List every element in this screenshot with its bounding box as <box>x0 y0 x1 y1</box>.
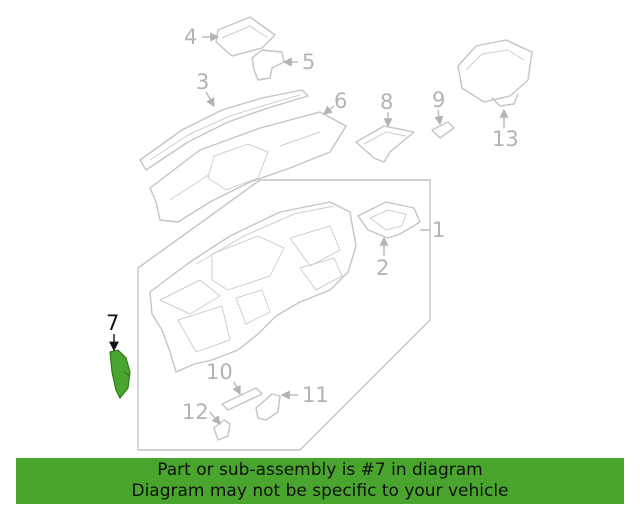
callout-6: 6 <box>334 89 347 113</box>
callout-11: 11 <box>302 383 329 407</box>
callout-10: 10 <box>206 360 233 384</box>
part-7-highlighted <box>109 349 131 400</box>
callout-1: 1 <box>432 218 445 242</box>
part-1-dashboard <box>149 201 357 373</box>
leader-lines <box>109 32 509 425</box>
part-8-bracket <box>355 125 415 163</box>
part-12-clip <box>213 419 231 441</box>
info-banner: Part or sub-assembly is #7 in diagram Di… <box>16 458 624 504</box>
part-2-bracket <box>357 201 421 239</box>
callout-8: 8 <box>380 90 393 114</box>
callout-13: 13 <box>492 127 519 151</box>
part-1-frame <box>137 179 431 451</box>
part-11-bracket <box>255 393 281 421</box>
callout-5: 5 <box>302 50 315 74</box>
callout-4: 4 <box>184 25 197 49</box>
banner-line-1: Part or sub-assembly is #7 in diagram <box>157 460 483 480</box>
callout-3: 3 <box>196 70 209 94</box>
callout-12: 12 <box>182 400 209 424</box>
callout-9: 9 <box>432 88 445 112</box>
part-6-upper-panel <box>149 111 347 223</box>
banner-line-2: Diagram may not be specific to your vehi… <box>131 481 509 501</box>
part-9-clip <box>431 121 455 139</box>
parts-diagram: 4 5 3 6 8 9 13 1 2 10 11 12 7 <box>106 16 533 451</box>
callout-2: 2 <box>376 256 389 280</box>
part-5-bracket <box>251 49 285 81</box>
part-3-defroster-panel <box>139 89 309 171</box>
part-13-airbag <box>457 39 533 107</box>
part-4-cover <box>215 16 276 57</box>
callout-7: 7 <box>106 311 119 335</box>
part-10-trim <box>221 387 263 411</box>
